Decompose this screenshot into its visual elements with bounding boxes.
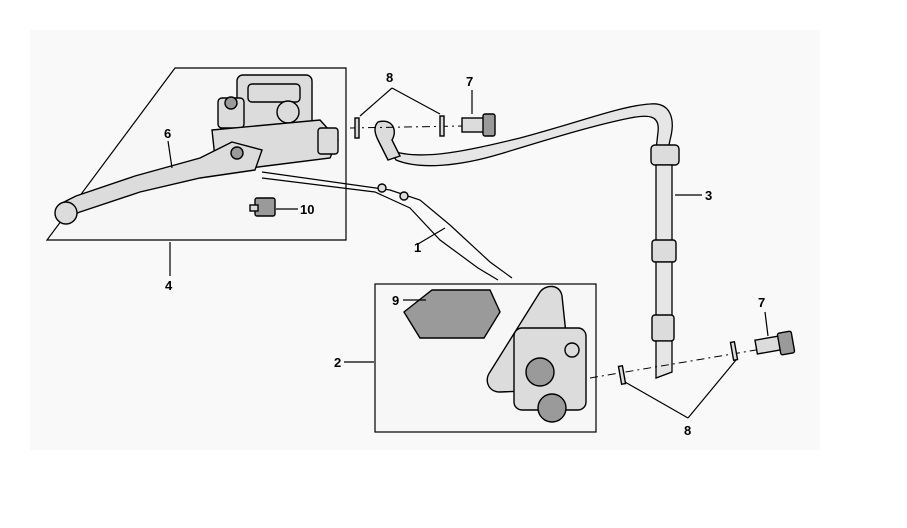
hose-ferrule	[651, 314, 675, 342]
caliper-assembly	[344, 283, 597, 433]
bolt-top-shank	[461, 117, 485, 133]
callout-4: 4	[165, 278, 173, 293]
hose-grommet	[650, 144, 680, 166]
caliper-piston-a	[525, 357, 555, 387]
bolt-top-head	[482, 113, 496, 137]
brake-hose	[374, 103, 702, 379]
hose-lower-section	[655, 261, 673, 318]
switch-terminal	[249, 204, 259, 212]
leader-6	[167, 140, 173, 169]
wiring-harness	[261, 171, 513, 281]
bleeder-valve	[564, 342, 580, 358]
hose-end	[655, 340, 673, 379]
callout-10: 10	[300, 202, 314, 217]
callout-1: 1	[414, 240, 421, 255]
lower-fasteners	[589, 311, 796, 419]
caliper-piston-b	[537, 393, 567, 423]
mount-bolt	[224, 96, 238, 110]
wire-b	[261, 177, 499, 281]
leader-8-top-a	[359, 87, 393, 117]
callout-7-top: 7	[466, 74, 473, 89]
lever-pivot	[230, 146, 244, 160]
banjo-fitting	[317, 127, 339, 155]
axis-line-bottom	[589, 349, 757, 379]
callout-9: 9	[392, 293, 399, 308]
sight-glass	[276, 100, 300, 124]
wire-connector-a	[377, 183, 387, 193]
brake-pads	[403, 289, 501, 339]
upper-banjo	[374, 120, 401, 161]
washer-bottom-left	[617, 364, 627, 386]
callout-3: 3	[705, 188, 712, 203]
lever-assembly	[45, 67, 347, 276]
upper-fasteners	[349, 87, 496, 139]
wire-connector-b	[399, 191, 409, 201]
washer-top-left	[354, 117, 360, 139]
reservoir-cap	[247, 83, 301, 103]
callout-8-bottom: 8	[684, 423, 691, 438]
bolt-bottom-head	[776, 330, 796, 356]
hose-clamp	[651, 239, 677, 263]
leader-8-bottom-a	[624, 381, 689, 419]
hose-mid-section	[655, 164, 673, 246]
leader-7-bottom	[764, 311, 769, 337]
callout-8-top: 8	[386, 70, 393, 85]
callout-6: 6	[164, 126, 171, 141]
callout-2: 2	[334, 355, 341, 370]
lever-tip	[54, 201, 78, 225]
leader-8-bottom-b	[687, 359, 737, 419]
leader-8-top-b	[391, 87, 441, 115]
leader-1	[417, 227, 446, 245]
wire-a	[261, 171, 513, 279]
callout-7-bottom: 7	[758, 295, 765, 310]
washer-top-right	[439, 115, 445, 137]
